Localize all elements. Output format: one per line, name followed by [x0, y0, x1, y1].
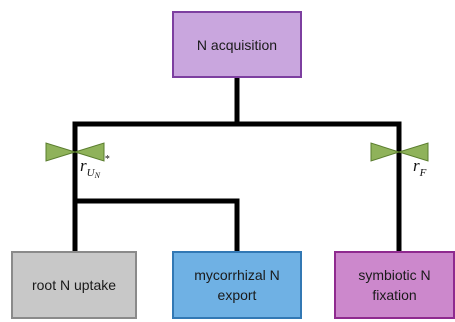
node-symbiotic-label-line2: fixation	[372, 287, 417, 303]
node-mycorrhizal-label-line1: mycorrhizal N	[194, 267, 280, 283]
rate-fixation-base: r	[413, 156, 420, 175]
rate-uptake-sub: U	[86, 167, 95, 179]
rate-uptake-base: r	[80, 156, 87, 175]
rate-label-fixation: rF	[413, 156, 427, 179]
node-root-n-uptake-label: root N uptake	[31, 277, 117, 293]
valve-uptake-icon	[45, 142, 105, 162]
node-mycorrhizal-label-line2: export	[217, 287, 257, 303]
rate-uptake-subsub: N	[94, 171, 100, 180]
rate-label-uptake: rUN *	[80, 154, 110, 180]
node-root-n-uptake: root N uptake	[11, 251, 137, 319]
valve-fixation-icon	[370, 142, 429, 162]
node-mycorrhizal-n-export: mycorrhizal N export	[172, 251, 302, 319]
node-n-acquisition: N acquisition	[172, 11, 302, 78]
rate-fixation-sub: F	[419, 167, 427, 179]
node-n-acquisition-label: N acquisition	[196, 36, 278, 53]
node-symbiotic-n-fixation: symbiotic N fixation	[334, 251, 455, 319]
node-symbiotic-label-line1: symbiotic N	[358, 267, 431, 283]
rate-uptake-sup: *	[104, 154, 110, 165]
